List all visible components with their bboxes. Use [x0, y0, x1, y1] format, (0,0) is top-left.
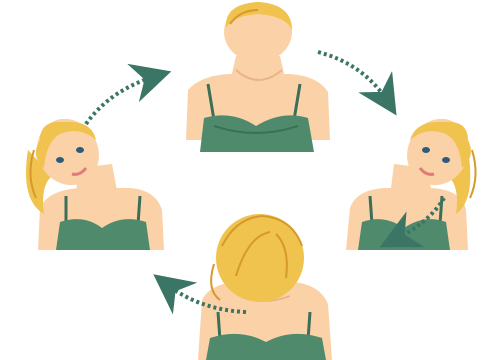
figure-head-down [198, 214, 332, 360]
arrow-top-right [318, 52, 388, 102]
figure-head-tilt-left [26, 108, 164, 250]
figure-head-back [186, 2, 330, 152]
arrow-top-left [86, 76, 156, 124]
